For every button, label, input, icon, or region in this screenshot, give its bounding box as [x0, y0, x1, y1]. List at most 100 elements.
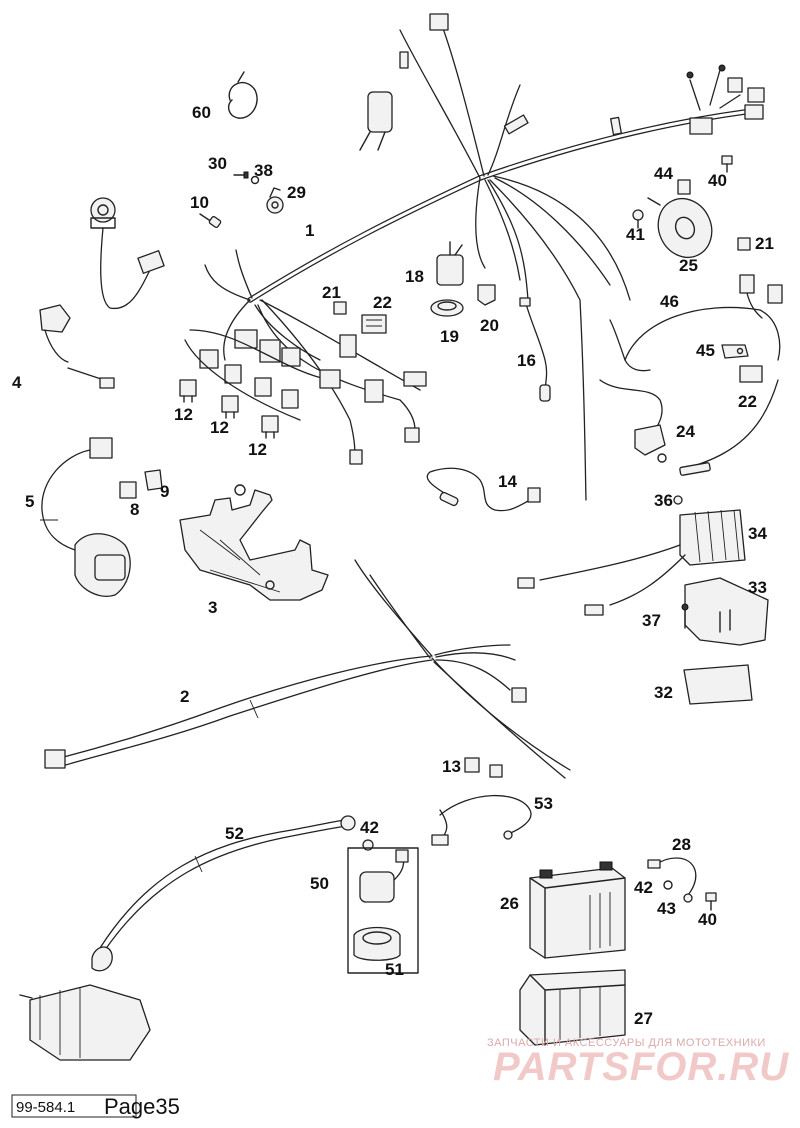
callout-25: 25: [679, 256, 698, 275]
callout-33: 33: [748, 578, 767, 597]
callout-40-top: 40: [708, 171, 727, 190]
terminal-21b: [737, 237, 751, 251]
callout-21-a: 21: [322, 283, 341, 302]
horn-25: [647, 179, 713, 258]
callout-51: 51: [385, 960, 404, 979]
bulb-10: [199, 213, 222, 229]
callout-19: 19: [440, 327, 459, 346]
connector-22a: [361, 314, 387, 334]
callout-60: 60: [192, 103, 211, 122]
switch-4: [39, 304, 115, 389]
callout-32: 32: [654, 683, 673, 702]
washer-42-right: [663, 880, 673, 890]
connector-22b: [739, 365, 763, 383]
regulator-34: [517, 509, 746, 616]
callout-13: 13: [442, 757, 461, 776]
callout-26: 26: [500, 894, 519, 913]
callout-12-a: 12: [174, 405, 193, 424]
clamp-19: [430, 299, 464, 317]
doc-number: 99-584.1: [16, 1099, 75, 1116]
pad-32: [683, 664, 753, 705]
callout-52: 52: [225, 824, 244, 843]
callout-34: 34: [748, 524, 767, 543]
callout-37: 37: [642, 611, 661, 630]
callout-21-b: 21: [755, 234, 774, 253]
callout-36: 36: [654, 491, 673, 510]
callout-20: 20: [480, 316, 499, 335]
relay-12a: [179, 379, 197, 403]
callout-9: 9: [160, 482, 169, 501]
switch-assembly-5: [40, 437, 131, 597]
terminal-45: [721, 344, 749, 359]
sensor-cable-14: [426, 467, 541, 512]
callout-30: 30: [208, 154, 227, 173]
relay-box-frame: [347, 847, 419, 974]
condenser-18: [436, 241, 464, 286]
watermark-brand: PARTSFOR.RU: [493, 1045, 789, 1089]
callout-4: 4: [12, 373, 22, 392]
callout-50: 50: [310, 874, 329, 893]
callout-22-b: 22: [738, 392, 757, 411]
sensor-unit-upper-left: [90, 197, 165, 310]
starter-motor: [19, 984, 151, 1061]
footer: 99-584.1 Page35: [11, 1094, 180, 1119]
wiring-harness-2: [44, 559, 571, 779]
starter-cable-52: [91, 815, 356, 972]
callout-14: 14: [498, 472, 517, 491]
callout-2: 2: [180, 687, 189, 706]
watermark-tagline: ЗАПЧАСТИ И АКСЕССУАРЫ ДЛЯ МОТОТЕХНИКИ: [487, 1037, 766, 1049]
callout-5: 5: [25, 492, 34, 511]
fuse-9: [144, 469, 163, 491]
callout-42-lower: 42: [360, 818, 379, 837]
callout-12-b: 12: [210, 418, 229, 437]
screw-40-top: [721, 155, 733, 173]
callout-42-right: 42: [634, 878, 653, 897]
relay-12c: [261, 415, 279, 439]
wire-53: [431, 757, 532, 846]
callout-40-bottom: 40: [698, 910, 717, 929]
callout-53: 53: [534, 794, 553, 813]
bolt-41: [632, 209, 644, 229]
fuse-8: [119, 481, 137, 499]
callout-45: 45: [696, 341, 715, 360]
callout-43: 43: [657, 899, 676, 918]
bolt-37: [681, 603, 689, 629]
screw-30: [233, 171, 249, 179]
battery-26: [529, 861, 626, 959]
main-wiring-harness: [184, 13, 765, 501]
clamp-60: [227, 71, 258, 119]
terminal-21a: [333, 301, 347, 315]
callout-8: 8: [130, 500, 139, 519]
harness-left-connector-cluster: [184, 329, 427, 465]
watermark: ЗАПЧАСТИ И АКСЕССУАРЫ ДЛЯ МОТОТЕХНИКИ PA…: [487, 1037, 789, 1089]
bracket-33: [684, 577, 769, 646]
callout-41: 41: [626, 225, 645, 244]
callout-27: 27: [634, 1009, 653, 1028]
callout-3: 3: [208, 598, 217, 617]
callout-24: 24: [676, 422, 695, 441]
relay-12b: [221, 395, 239, 419]
nut-36: [673, 495, 683, 505]
doc-number-box: [11, 1094, 137, 1118]
nut-38: [250, 175, 260, 185]
ground-wire-28: [647, 857, 697, 903]
callout-29: 29: [287, 183, 306, 202]
wire-46: [609, 274, 783, 372]
callout-46: 46: [660, 292, 679, 311]
sensor-16: [519, 297, 551, 402]
callout-1: 1: [305, 221, 314, 240]
battery-box-27: [519, 969, 626, 1046]
callout-10: 10: [190, 193, 209, 212]
callout-labels: 1 2 3 4 5 8 9 10 12 12 12 13 14 16 18 19…: [12, 103, 774, 1028]
relay-holder-51: [353, 926, 401, 961]
screw-40-bottom: [705, 892, 717, 911]
callout-28: 28: [672, 835, 691, 854]
cable-clip-29: [266, 187, 284, 214]
callout-22-a: 22: [373, 293, 392, 312]
callout-18: 18: [405, 267, 424, 286]
sensor-24: [599, 379, 779, 476]
bracket-3: [179, 484, 329, 601]
callout-38: 38: [254, 161, 273, 180]
starter-relay-50: [359, 849, 409, 903]
